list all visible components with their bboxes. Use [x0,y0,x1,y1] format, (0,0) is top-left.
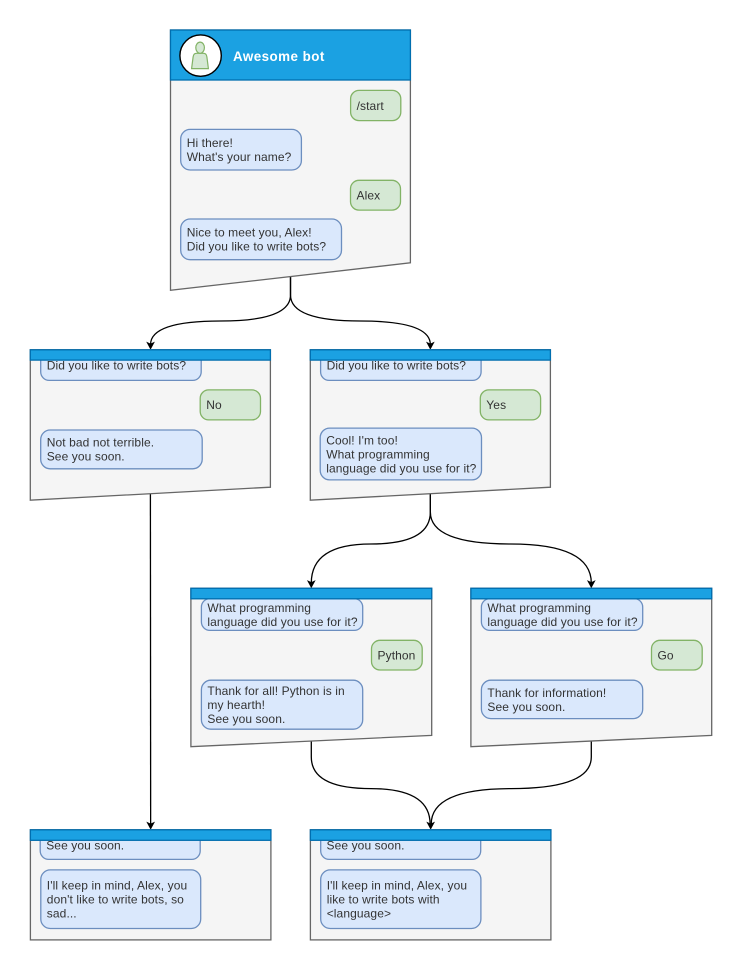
svg-text:See you soon.: See you soon. [207,712,285,726]
svg-text:See you soon.: See you soon. [47,450,125,464]
svg-text:What programming: What programming [326,447,430,461]
svg-text:<language>: <language> [327,907,391,921]
svg-text:Thank for all! Python is in: Thank for all! Python is in [207,684,344,698]
svg-text:Not bad not terrible.: Not bad not terrible. [47,436,155,450]
svg-text:don't like to write bots, so: don't like to write bots, so [47,893,184,907]
svg-text:Did you like to write bots?: Did you like to write bots? [187,240,327,254]
svg-text:See you soon.: See you soon. [327,838,405,852]
svg-text:like to write bots with: like to write bots with [327,893,440,907]
svg-text:What programming: What programming [487,601,591,615]
svg-text:language did you use for it?: language did you use for it? [207,615,357,629]
svg-text:I'll keep in mind, Alex, you: I'll keep in mind, Alex, you [47,879,188,893]
svg-text:Cool! I'm too!: Cool! I'm too! [326,433,398,447]
svg-text:See you soon.: See you soon. [46,838,124,852]
svg-text:See you soon.: See you soon. [487,700,565,714]
svg-text:Yes: Yes [486,398,506,412]
svg-text:Hi there!: Hi there! [187,136,233,150]
svg-text:What's your name?: What's your name? [187,150,292,164]
svg-text:Go: Go [658,649,674,663]
svg-text:Did you like to write bots?: Did you like to write bots? [327,359,467,373]
svg-text:language did you use for it?: language did you use for it? [326,461,476,475]
svg-text:Thank for information!: Thank for information! [487,686,606,700]
svg-text:Python: Python [378,649,416,663]
svg-text:my hearth!: my hearth! [207,698,265,712]
svg-text:What programming: What programming [207,601,311,615]
svg-text:/start: /start [357,99,385,113]
svg-text:Awesome bot: Awesome bot [233,49,325,64]
svg-text:No: No [206,398,222,412]
svg-text:Did you like to write bots?: Did you like to write bots? [47,359,187,373]
svg-text:Alex: Alex [357,189,381,203]
svg-text:Nice to meet you, Alex!: Nice to meet you, Alex! [187,226,312,240]
svg-text:language did you use for it?: language did you use for it? [487,615,637,629]
svg-text:I'll keep in mind, Alex, you: I'll keep in mind, Alex, you [327,879,468,893]
svg-text:sad...: sad... [47,907,77,921]
